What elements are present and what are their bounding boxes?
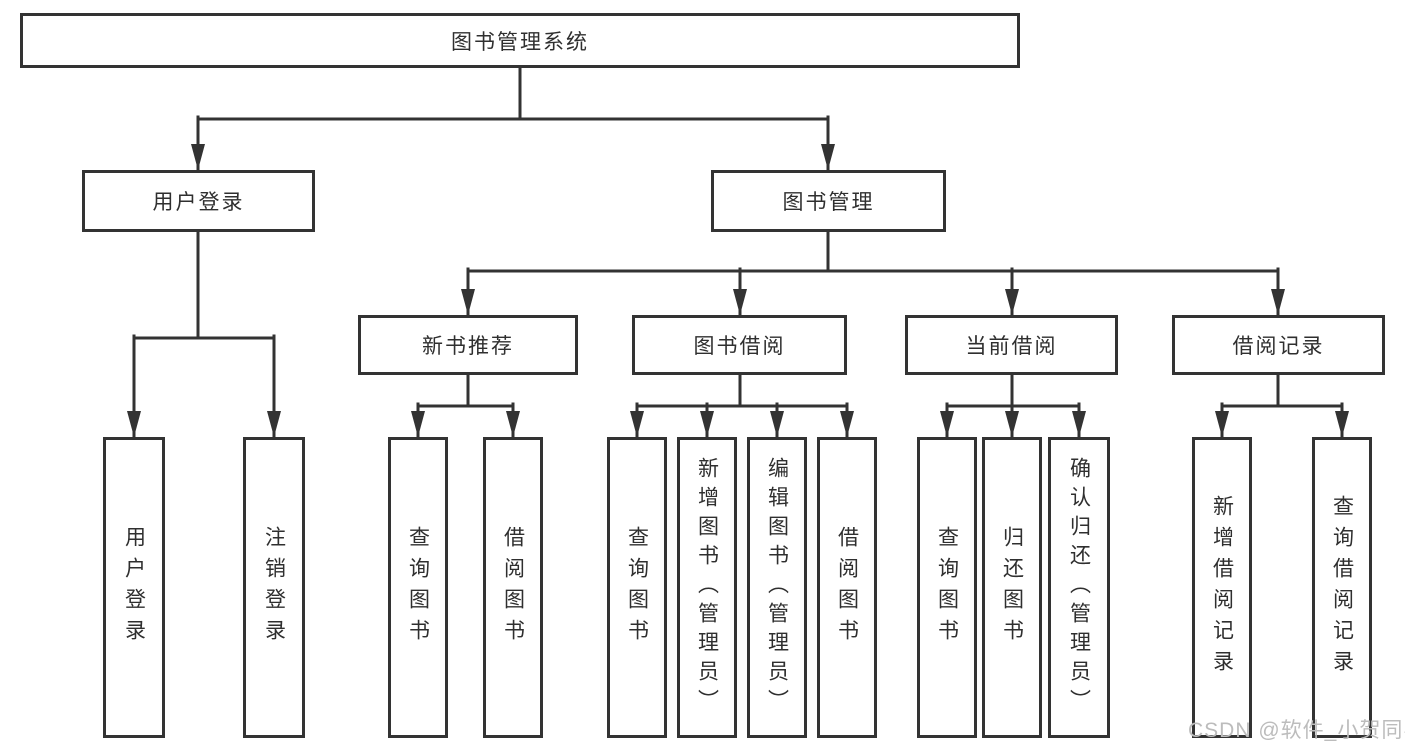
leaf-user-login: 用户登录 (103, 437, 165, 738)
node-borrowing-records: 借阅记录 (1172, 315, 1385, 375)
leaf-borrowing-borrow-books: 借阅图书 (817, 437, 877, 738)
node-new-book-recommend: 新书推荐 (358, 315, 578, 375)
leaf-borrowing-add-books-admin: 新增图书（管理员） (677, 437, 737, 738)
csdn-watermark: CSDN @软件_小贺同学 (1188, 719, 1405, 742)
node-book-borrowing: 图书借阅 (632, 315, 847, 375)
node-current-borrowing: 当前借阅 (905, 315, 1118, 375)
leaf-current-confirm-return-admin: 确认归还（管理员） (1048, 437, 1110, 738)
leaf-current-return-books: 归还图书 (982, 437, 1042, 738)
node-user-login: 用户登录 (82, 170, 315, 232)
leaf-recommend-query-books: 查询图书 (388, 437, 448, 738)
leaf-logout: 注销登录 (243, 437, 305, 738)
leaf-recommend-borrow-books: 借阅图书 (483, 437, 543, 738)
leaf-records-add-borrow-record: 新增借阅记录 (1192, 437, 1252, 738)
leaf-records-query-borrow-record: 查询借阅记录 (1312, 437, 1372, 738)
leaf-current-query-books: 查询图书 (917, 437, 977, 738)
leaf-borrowing-edit-books-admin: 编辑图书（管理员） (747, 437, 807, 738)
node-root-library-system: 图书管理系统 (20, 13, 1020, 68)
leaf-borrowing-query-books: 查询图书 (607, 437, 667, 738)
node-book-management: 图书管理 (711, 170, 946, 232)
